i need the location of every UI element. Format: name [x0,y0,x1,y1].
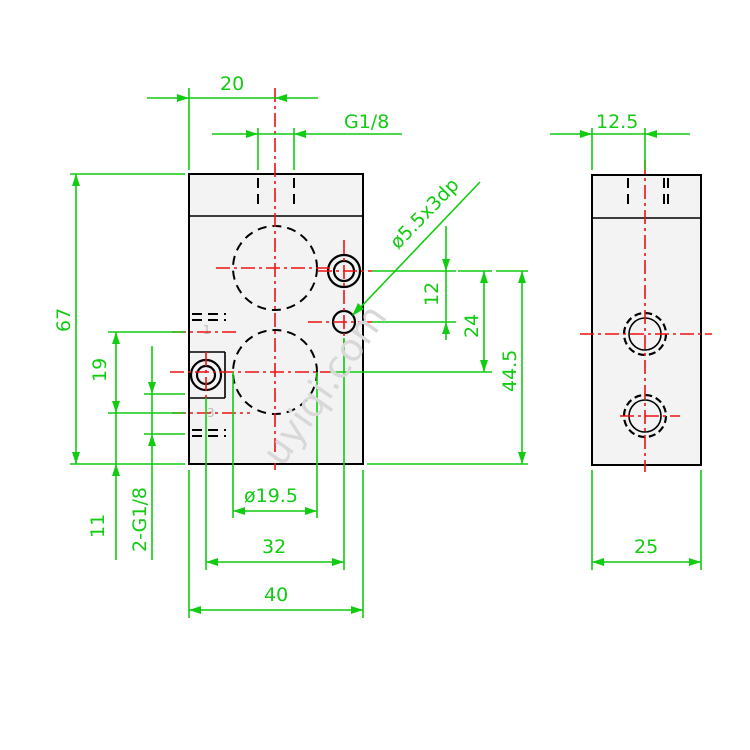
dim-19-arrow-bottom [112,401,120,413]
dim-67-arrow-top [72,174,80,186]
hole-spec-leader [357,181,481,311]
dim-12-5-arrow-left [580,130,592,138]
dim-2g18-arrow-bottom [148,434,156,446]
dim-12-arrow-bottom [442,322,450,334]
port-1-label: 1 [203,323,211,337]
dim-19-arrow-top [112,332,120,344]
dim-67-label: 67 [53,308,75,332]
hole-spec-arrow [352,303,364,316]
dim-24-label: 24 [461,314,483,338]
dim-44-5-arrow-bottom [518,452,526,464]
dim-20-label: 20 [220,73,244,95]
dim-24-arrow-top [480,271,488,283]
dim-19-5-label: ø19.5 [244,485,298,507]
dim-12-label: 12 [421,282,443,306]
dim-12-arrow-top [442,259,450,271]
dim-32-arrow-left [206,558,218,566]
dim-20-arrow-right [275,94,287,102]
dim-25-arrow-right [689,558,701,566]
dim-25-arrow-left [592,558,604,566]
dim-25-label: 25 [634,536,658,558]
dim-12-5-label: 12.5 [596,111,638,133]
dim-19-label: 19 [89,358,111,382]
dim-40-arrow-right [351,606,363,614]
front-dimensions: 20 G1/8 67 19 11 2-G1/8 ø5.5x3d [53,73,528,618]
dim-2g18-label: 2-G1/8 [129,487,151,552]
hole-spec-label: ø5.5x3dp [386,174,464,254]
dim-11-arrow-bottom [112,464,120,476]
dim-44-5-arrow-top [518,271,526,283]
dim-40-arrow-left [189,606,201,614]
dim-g18-label: G1/8 [344,111,389,133]
dim-24-arrow-bottom [480,360,488,372]
dim-g18-arrow-left [246,130,258,138]
dim-32-arrow-right [332,558,344,566]
dim-67-arrow-bottom [72,452,80,464]
dim-12-5-arrow-right [645,130,657,138]
dim-32-label: 32 [262,536,286,558]
dim-19-5-arrow-right [305,507,317,515]
front-view: 1 3 [170,88,372,470]
dim-20-arrow-left [177,94,189,102]
dim-11-label: 11 [87,514,109,538]
dim-g18-arrow-right [294,130,306,138]
dim-2g18-arrow-top [148,382,156,394]
dim-40-label: 40 [264,584,288,606]
dim-44-5-label: 44.5 [499,350,521,392]
side-view [580,160,712,472]
dim-19-5-arrow-left [233,507,245,515]
side-dimensions: 12.5 25 [550,111,702,570]
